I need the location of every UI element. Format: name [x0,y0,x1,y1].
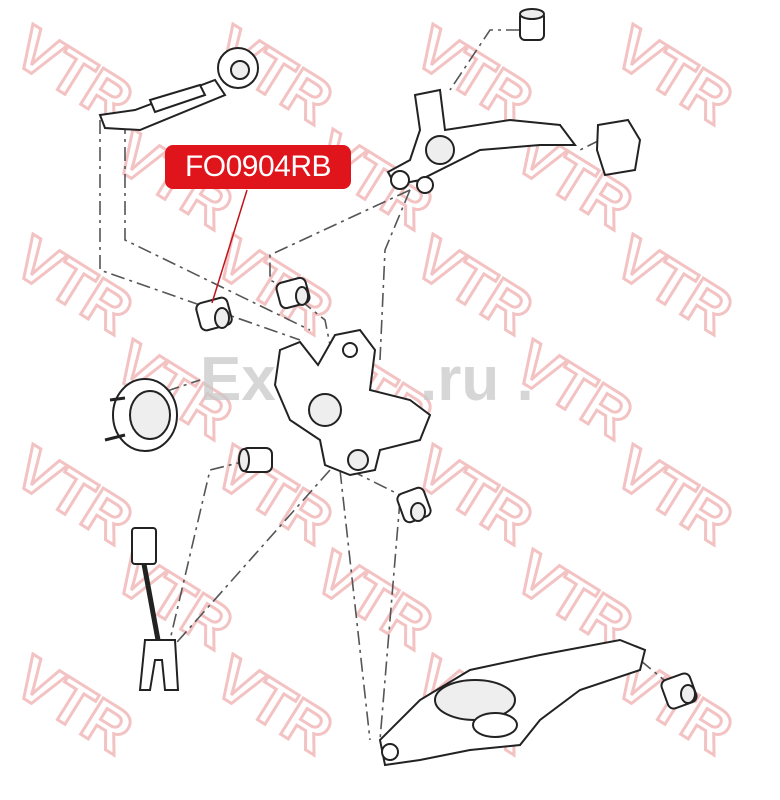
vtr-watermark: VTR [603,223,745,347]
vtr-watermark: VTR [203,643,345,767]
vtr-watermark: VTR [603,13,745,137]
bushing [238,447,273,473]
vtr-watermark: VTR [403,223,545,347]
vtr-watermark: VTR [603,433,745,557]
lower-control-arm [378,638,647,767]
wheel-hub [104,378,178,452]
toe-link [98,47,259,132]
site-watermark: Ex [200,345,276,414]
vtr-watermark: VTR [3,433,145,557]
bushing [660,672,698,710]
vtr-watermark: VTR [203,223,345,347]
part-number-callout: FO0904RB [165,145,351,189]
trailing-link [131,527,180,691]
bushing [275,276,311,310]
vtr-watermark: VTR [303,538,445,662]
vtr-watermark: VTR [3,643,145,767]
upper-control-arm [386,8,642,194]
callout-leader [211,189,248,304]
bushing [396,486,432,524]
bushing-fo0904rb [195,296,233,332]
site-watermark-suffix: .ru . [420,345,534,414]
steering-knuckle [273,328,432,477]
vtr-watermark: VTR [3,223,145,347]
